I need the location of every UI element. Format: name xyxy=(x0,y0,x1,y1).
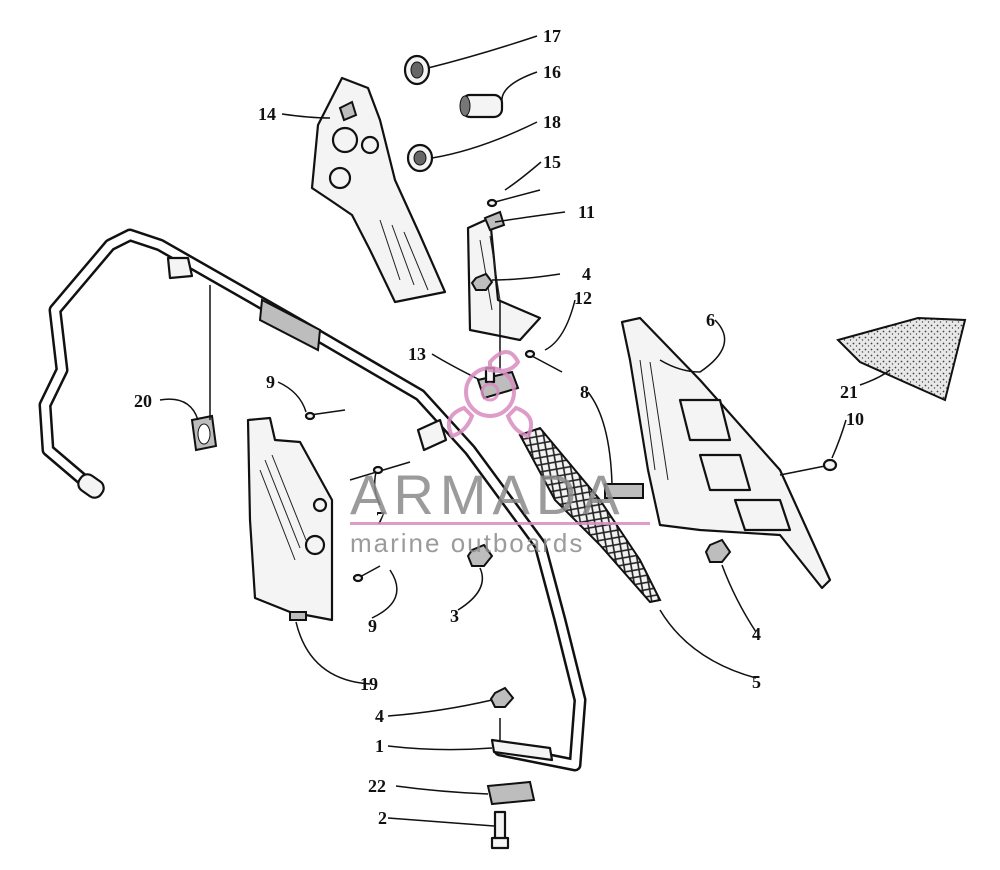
callout-17: 17 xyxy=(543,26,561,46)
callout-7: 7 xyxy=(376,508,385,528)
pin-part-12 xyxy=(524,349,563,373)
mesh-screen-part-5 xyxy=(518,426,662,604)
callout-3: 3 xyxy=(450,606,459,626)
nut-part-3 xyxy=(466,543,494,567)
bushing-part-17 xyxy=(403,54,431,86)
callout-5: 5 xyxy=(752,672,761,692)
rubber-mount-part-8 xyxy=(604,483,644,499)
callout-1: 1 xyxy=(375,736,384,756)
side-plate-part-6 xyxy=(620,316,832,590)
callout-18: 18 xyxy=(543,112,561,132)
sleeve-part-16 xyxy=(459,93,504,119)
pad-part-21 xyxy=(836,316,967,402)
callout-2: 2 xyxy=(378,808,387,828)
watermark-divider xyxy=(350,522,650,525)
callout-9-upper: 9 xyxy=(266,372,275,392)
nut-part-4-lower xyxy=(489,686,515,708)
watermark-brand: ARMADA xyxy=(350,463,626,526)
plate-part-22 xyxy=(486,780,536,806)
callout-10: 10 xyxy=(846,409,864,429)
callout-21: 21 xyxy=(840,382,858,402)
watermark-logo-icon xyxy=(447,350,533,439)
leader-lines xyxy=(159,35,891,827)
clamp-part-20 xyxy=(190,414,218,452)
callout-9-lower: 9 xyxy=(368,616,377,636)
screw-part-10 xyxy=(779,458,838,476)
callout-6: 6 xyxy=(706,310,715,330)
callout-20: 20 xyxy=(134,391,152,411)
callout-4-lower: 4 xyxy=(375,706,384,726)
callout-labels: 17 16 18 14 15 11 4 12 6 21 13 20 9 8 10… xyxy=(134,26,864,828)
pin-part-9-upper xyxy=(304,409,346,421)
foot-part-1 xyxy=(490,738,554,762)
callout-16: 16 xyxy=(543,62,561,82)
pin-part-9-lower xyxy=(352,565,381,583)
callout-13: 13 xyxy=(408,344,426,364)
upper-plate-part xyxy=(310,76,447,304)
callout-14: 14 xyxy=(258,104,276,124)
bushing-part-18 xyxy=(406,143,434,173)
pin-part-15 xyxy=(486,189,541,208)
nut-part-4-right xyxy=(704,538,732,563)
callout-22: 22 xyxy=(368,776,386,796)
lower-plate-part-19 xyxy=(246,416,334,622)
callout-4-upper: 4 xyxy=(582,264,591,284)
tubular-frame-part xyxy=(38,228,587,772)
callout-11: 11 xyxy=(578,202,595,222)
callout-15: 15 xyxy=(543,152,561,172)
callout-8: 8 xyxy=(580,382,589,402)
callout-12: 12 xyxy=(574,288,592,308)
nut-part-4-upper xyxy=(470,272,494,291)
watermark: ARMADA marine outboards xyxy=(350,350,650,558)
watermark-tagline: marine outboards xyxy=(350,528,584,558)
bolt-part-2 xyxy=(490,810,510,850)
pin-part-7 xyxy=(349,461,411,481)
callout-19: 19 xyxy=(360,674,378,694)
callout-4-right: 4 xyxy=(752,624,761,644)
